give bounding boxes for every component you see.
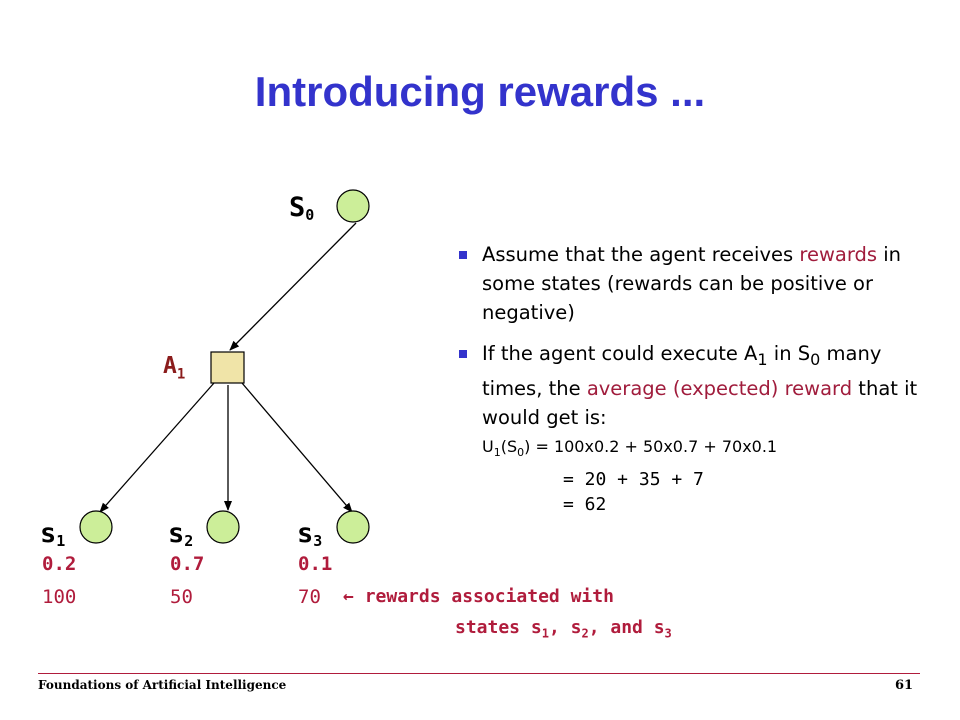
state-label-s0: S0 (289, 192, 315, 224)
edge-s0-a1 (229, 222, 357, 351)
reward-s3: 70 (298, 586, 321, 608)
page-number: 61 (895, 678, 914, 693)
utility-formula: U1(S0) = 100x0.2 + 50x0.7 + 70x0.1 (482, 436, 778, 460)
edge-a1-s1 (99, 382, 215, 513)
state-node-s2 (206, 510, 240, 544)
state-label-s3: s3 (297, 518, 323, 550)
highlight-rewards: rewards (799, 243, 878, 266)
bullet-item-rewards: Assume that the agent receives rewards i… (457, 240, 947, 327)
slide-title: Introducing rewards ... (254, 68, 706, 115)
probability-s2: 0.7 (170, 553, 205, 575)
reward-s2: 50 (170, 586, 193, 608)
equation-step-2: = 62 (563, 494, 607, 516)
state-node-s1 (79, 510, 113, 544)
action-label-a1: A1 (163, 353, 186, 383)
square-bullet-icon (459, 350, 467, 358)
square-bullet-icon (459, 251, 467, 259)
footer-course-title: Foundations of Artificial Intelligence (38, 678, 287, 692)
equation-step-1: = 20 + 35 + 7 (563, 469, 704, 491)
rewards-annotation-line1: ← rewards associated with (343, 586, 614, 607)
state-node-s3 (336, 510, 370, 544)
probability-s3: 0.1 (298, 553, 333, 575)
rewards-annotation-line2: states s1, s2, and s3 (455, 617, 672, 641)
action-node-a1 (210, 351, 245, 384)
left-arrow-icon: ← (343, 586, 354, 607)
state-label-s2: s2 (168, 518, 194, 550)
state-label-s1: s1 (40, 518, 66, 550)
bullet-list: Assume that the agent receives rewards i… (457, 240, 947, 529)
highlight-expected-reward: average (expected) reward (586, 376, 853, 400)
reward-s1: 100 (42, 586, 77, 608)
footer-divider (38, 673, 920, 674)
edge-a1-s3 (241, 382, 353, 513)
state-node-s0 (336, 189, 370, 223)
bullet-item-expected-reward: If the agent could execute A1 in S0 many… (457, 339, 947, 517)
probability-s1: 0.2 (42, 553, 77, 575)
